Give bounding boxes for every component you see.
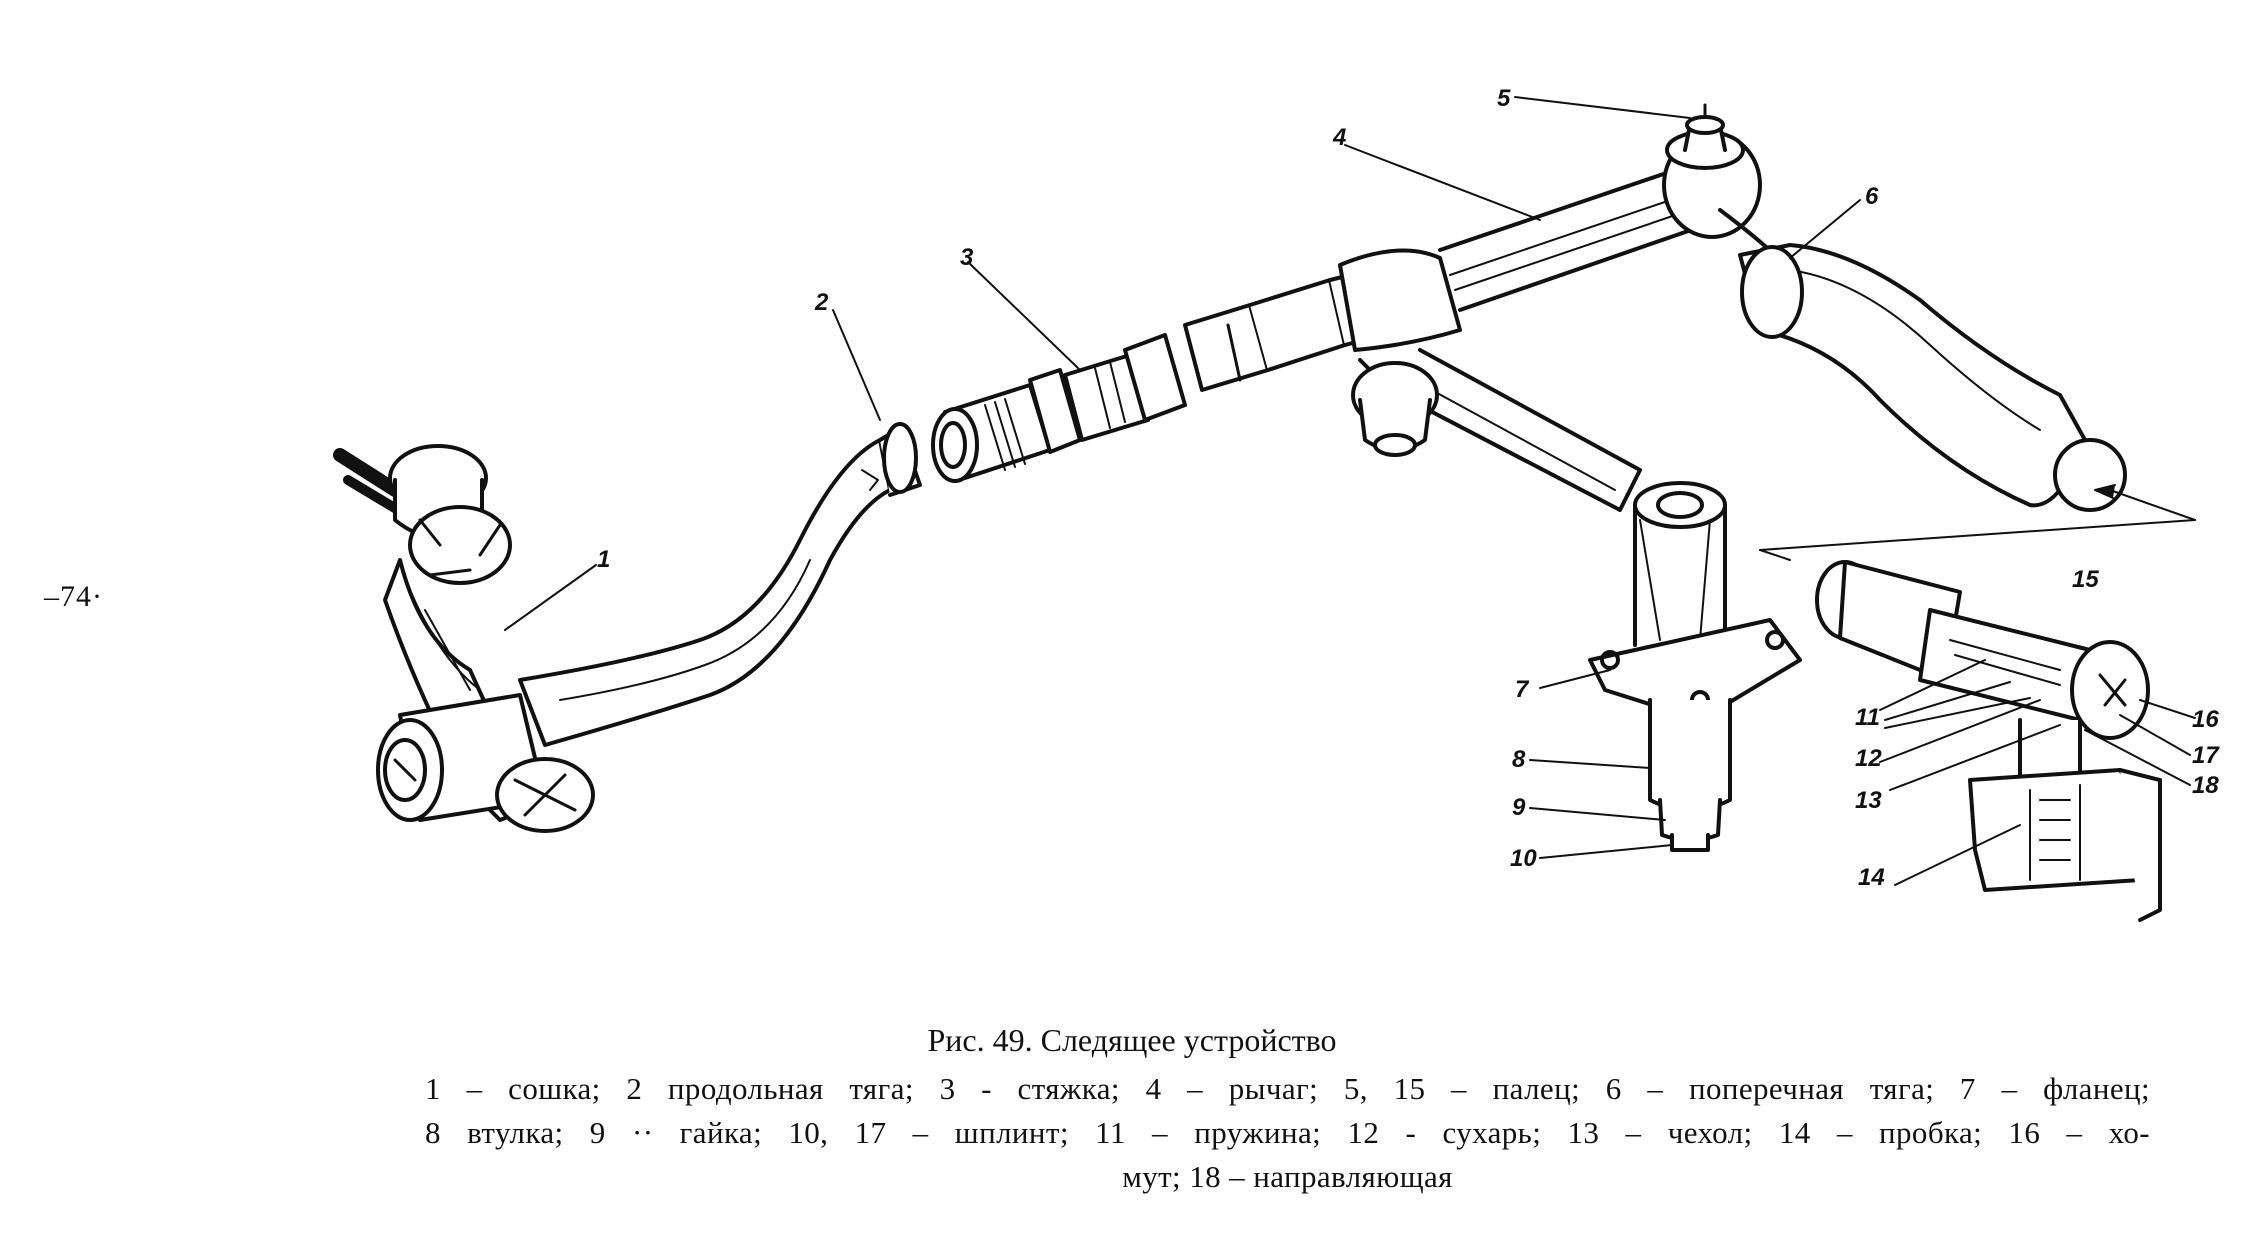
part-label: 9 bbox=[1512, 794, 1526, 821]
part-label: 11 bbox=[1855, 704, 1880, 731]
part-label: 17 bbox=[2192, 742, 2220, 769]
lever bbox=[1328, 103, 1762, 512]
part-label: 13 bbox=[1855, 787, 1882, 814]
longitudinal-rod bbox=[518, 422, 922, 747]
part-label: 1 bbox=[597, 546, 610, 573]
part-label: 18 bbox=[2192, 772, 2219, 799]
part-label: 3 bbox=[960, 244, 974, 271]
legend-line: 1 – сошка; 2 продольная тяга; 3 - стяжка… bbox=[425, 1071, 2150, 1106]
figure-legend: 1 – сошка; 2 продольная тяга; 3 - стяжка… bbox=[425, 1067, 2150, 1199]
detail-view bbox=[1759, 484, 2196, 922]
part-label: 15 bbox=[2072, 566, 2099, 593]
leader-lines bbox=[504, 96, 2196, 886]
legend-line: мут; 18 – направляющая bbox=[1122, 1159, 1453, 1194]
part-label: 16 bbox=[2192, 706, 2219, 733]
part-label: 10 bbox=[1510, 845, 1537, 872]
legend-line: 8 втулка; 9 ·· гайка; 10, 17 – шплинт; 1… bbox=[425, 1115, 2150, 1150]
part-label: 2 bbox=[814, 289, 829, 316]
page-number: –74· bbox=[44, 580, 103, 613]
part-label: 8 bbox=[1512, 746, 1526, 773]
flange-bushing bbox=[1588, 481, 1802, 852]
figure-caption: Рис. 49. Следящее устройство bbox=[927, 1022, 1337, 1058]
part-label: 6 bbox=[1865, 183, 1879, 210]
part-label: 4 bbox=[1332, 124, 1346, 151]
turnbuckle bbox=[931, 278, 1347, 483]
part-label: 14 bbox=[1858, 864, 1885, 891]
part-numbers: 1 2 3 4 5 6 7 8 9 10 11 12 13 14 15 16 1… bbox=[597, 85, 2220, 891]
pitman-arm bbox=[333, 444, 595, 833]
part-label: 5 bbox=[1497, 85, 1511, 112]
part-label: 12 bbox=[1855, 745, 1882, 772]
tie-rod bbox=[1718, 208, 2127, 512]
part-label: 7 bbox=[1515, 676, 1530, 703]
